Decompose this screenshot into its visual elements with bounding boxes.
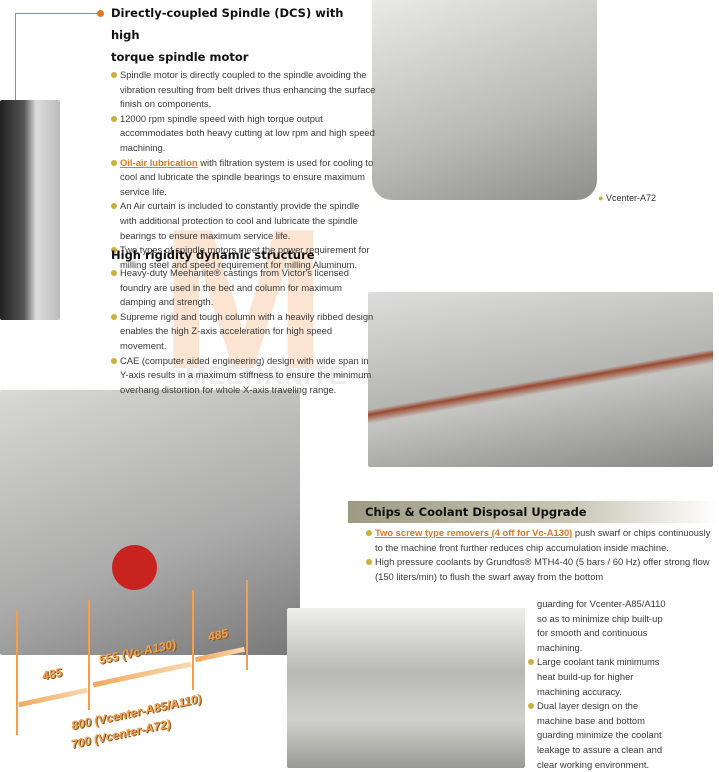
chips-bullets: Two screw type removers (4 off for Vc-A1… [366, 526, 711, 584]
caption-text: Vcenter-A72 [605, 193, 656, 203]
list-item: An Air curtain is included to constantly… [111, 199, 376, 243]
spindle-section: Directly-coupled Spindle (DCS) with high… [111, 2, 376, 272]
machine-column-image [372, 0, 597, 200]
chips-section: Two screw type removers (4 off for Vc-A1… [366, 526, 711, 584]
dimension-line [246, 580, 248, 670]
list-item: 12000 rpm spindle speed with high torque… [111, 112, 376, 156]
coolant-guard-image [287, 608, 525, 768]
meehanite-watermark-word: MEEHANITE [185, 360, 348, 390]
list-item: CAE (computer aided engineering) design … [111, 354, 376, 398]
callout-line [15, 13, 100, 14]
rigidity-section: High rigidity dynamic structure Heavy-du… [111, 244, 376, 397]
screw-removers-link[interactable]: Two screw type removers (4 off for Vc-A1… [375, 527, 573, 538]
callout-line-vertical [15, 13, 16, 100]
chips-title: Chips & Coolant Disposal Upgrade [365, 505, 587, 519]
machine-bed-image [0, 390, 300, 655]
list-item: Spindle motor is directly coupled to the… [111, 68, 376, 112]
rigidity-bullets: Heavy-duty Meehanite® castings from Vict… [111, 266, 376, 397]
chips-continued: guarding for Vcenter-A85/A110 so as to m… [528, 597, 668, 772]
list-item: Supreme rigid and tough column with a he… [111, 310, 376, 354]
list-item: Two screw type removers (4 off for Vc-A1… [366, 526, 711, 555]
dimension-left: 485 [40, 665, 64, 683]
dimension-line [192, 590, 194, 690]
list-item: Oil-air lubrication with filtration syst… [111, 156, 376, 200]
list-item: Dual layer design on the machine base an… [528, 699, 668, 772]
list-item: Two types of spindle motors meet the pow… [111, 243, 376, 272]
dimension-arrow [18, 687, 88, 708]
spindle-title: Directly-coupled Spindle (DCS) with high… [111, 6, 344, 64]
list-item: High pressure coolants by Grundfos® MTH4… [366, 555, 711, 584]
callout-dot [97, 10, 104, 17]
chips-banner: Chips & Coolant Disposal Upgrade [348, 501, 719, 523]
dimension-line [16, 610, 18, 735]
rigidity-title: High rigidity dynamic structure [111, 248, 315, 262]
motor-red [112, 545, 157, 590]
meehanite-watermark-letter: M [160, 188, 327, 411]
list-item: Large coolant tank minimums heat build-u… [528, 655, 668, 699]
oil-air-link[interactable]: Oil-air lubrication [120, 156, 198, 168]
spindle-motor-image [0, 100, 60, 320]
machine-base-image [368, 292, 713, 467]
list-item: Heavy-duty Meehanite® castings from Vict… [111, 266, 376, 310]
image-caption: ● Vcenter-A72 [598, 193, 656, 203]
spindle-bullets: Spindle motor is directly coupled to the… [111, 68, 376, 272]
dimension-line [88, 600, 90, 710]
list-continuation: guarding for Vcenter-A85/A110 so as to m… [537, 598, 666, 653]
